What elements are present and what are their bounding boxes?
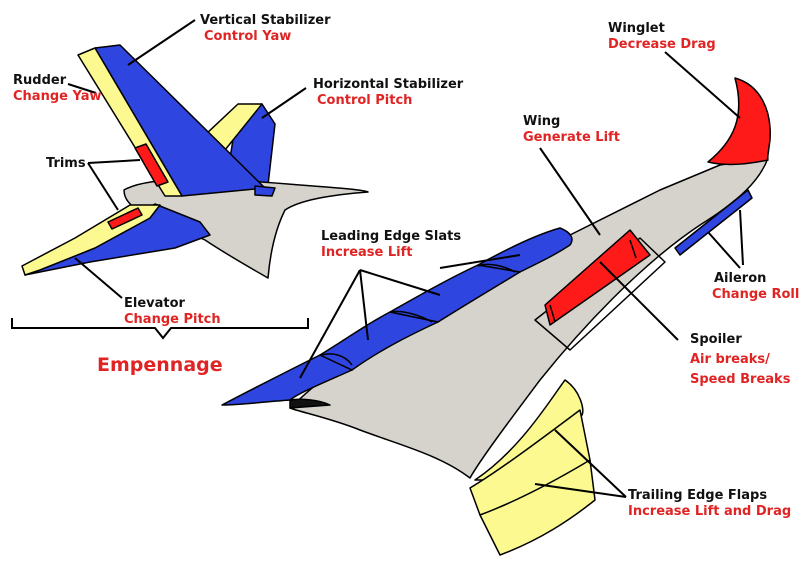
leading-edge-slat-4 <box>221 354 353 406</box>
spoiler-function-line1: Air breaks/ <box>690 352 770 367</box>
aileron <box>674 189 753 256</box>
label-vertical-stabilizer: Vertical Stabilizer Control Yaw <box>200 13 331 45</box>
leading-edge-slats-name: Leading Edge Slats <box>321 229 462 244</box>
rudder-name: Rudder <box>13 73 67 88</box>
wing-name: Wing <box>523 114 561 129</box>
label-winglet: Winglet Decrease Drag <box>608 21 716 53</box>
rudder-function: Change Yaw <box>13 89 102 104</box>
aileron-name: Aileron <box>714 271 767 286</box>
empennage-bracket <box>11 318 309 340</box>
trailing-edge-flaps-function: Increase Lift and Drag <box>628 504 792 519</box>
leading-edge-slats-function: Increase Lift <box>321 245 413 260</box>
vertical-stabilizer-name: Vertical Stabilizer <box>200 13 331 28</box>
label-wing: Wing Generate Lift <box>523 114 620 146</box>
elevator-trim <box>107 207 143 230</box>
aileron-function: Change Roll <box>712 287 800 302</box>
winglet-name: Winglet <box>608 21 665 36</box>
winglet <box>707 77 771 166</box>
label-trailing-edge-flaps: Trailing Edge Flaps Increase Lift and Dr… <box>628 488 791 520</box>
vertical-stabilizer-function: Control Yaw <box>204 29 292 44</box>
label-trims: Trims <box>46 156 86 172</box>
rudder-trim <box>134 143 169 187</box>
horizontal-stabilizer-function: Control Pitch <box>317 93 413 108</box>
wing-leading-edge-curl <box>289 398 331 409</box>
label-elevator: Elevator Change Pitch <box>124 296 221 328</box>
horizontal-stabilizer-name: Horizontal Stabilizer <box>313 77 464 92</box>
wing-function: Generate Lift <box>523 130 620 145</box>
fin-root-fairing <box>254 185 276 197</box>
leading-edge-slat-1 <box>477 227 573 273</box>
label-spoiler: Spoiler Air breaks/ Speed Breaks <box>690 330 790 390</box>
elevator-name: Elevator <box>124 296 185 311</box>
label-rudder: Rudder Change Yaw <box>13 73 101 105</box>
elevator-function: Change Pitch <box>124 312 221 327</box>
trailing-edge-flap-inner <box>479 459 596 556</box>
trailing-edge-flaps-name: Trailing Edge Flaps <box>628 488 768 503</box>
empennage-title: Empennage <box>97 354 223 376</box>
label-leading-edge-slats: Leading Edge Slats Increase Lift <box>321 229 461 261</box>
spoiler-function-line2: Speed Breaks <box>690 372 791 387</box>
trims-name: Trims <box>46 156 86 171</box>
spoiler <box>544 229 651 326</box>
label-aileron: Aileron Change Roll <box>712 271 799 303</box>
label-horizontal-stabilizer: Horizontal Stabilizer Control Pitch <box>313 77 463 109</box>
winglet-function: Decrease Drag <box>608 37 716 52</box>
leader-lines <box>67 19 744 498</box>
spoiler-name: Spoiler <box>690 332 742 347</box>
